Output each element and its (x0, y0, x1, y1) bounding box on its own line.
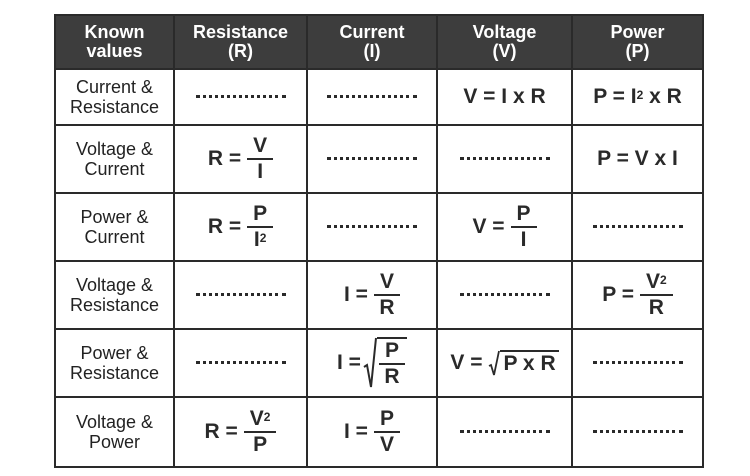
known-values-cell: Power & Current (54, 192, 175, 262)
power-formula: P = V x I (571, 124, 704, 194)
header-voltage: Voltage (V) (436, 14, 573, 70)
dotted-blank (327, 157, 417, 161)
dotted-blank (459, 157, 550, 161)
blank-cell (436, 396, 573, 468)
radical-sign-icon (363, 337, 377, 388)
dotted-blank (459, 293, 550, 297)
blank-cell (571, 192, 704, 262)
blank-cell (436, 124, 573, 194)
radical-sign-icon (489, 350, 501, 376)
dotted-blank (592, 430, 683, 434)
blank-cell (306, 192, 438, 262)
dotted-blank (592, 225, 683, 229)
blank-cell (436, 260, 573, 330)
known-values-cell: Power & Resistance (54, 328, 175, 398)
dotted-blank (327, 225, 417, 229)
dotted-blank (327, 95, 417, 99)
known-values-cell: Voltage & Resistance (54, 260, 175, 330)
known-values-cell: Current & Resistance (54, 68, 175, 126)
known-values-cell: Voltage & Current (54, 124, 175, 194)
voltage-formula: V = P x R (436, 328, 573, 398)
blank-cell (306, 124, 438, 194)
voltage-formula: V = I x R (436, 68, 573, 126)
dotted-blank (195, 293, 286, 297)
blank-cell (173, 68, 308, 126)
square-root: P x R (488, 350, 559, 376)
blank-cell (173, 328, 308, 398)
blank-cell (173, 260, 308, 330)
dotted-blank (195, 361, 286, 365)
blank-cell (571, 328, 704, 398)
dotted-blank (592, 361, 683, 365)
blank-cell (571, 396, 704, 468)
header-row: Known values Resistance (R) Current (I) … (54, 14, 704, 70)
dotted-blank (195, 95, 286, 99)
known-values-cell: Voltage & Power (54, 396, 175, 468)
header-known-values: Known values (54, 14, 175, 70)
header-current: Current (I) (306, 14, 438, 70)
dotted-blank (459, 430, 550, 434)
header-resistance: Resistance (R) (173, 14, 308, 70)
header-power: Power (P) (571, 14, 704, 70)
blank-cell (306, 68, 438, 126)
ohms-law-table: Known values Resistance (R) Current (I) … (54, 14, 704, 468)
